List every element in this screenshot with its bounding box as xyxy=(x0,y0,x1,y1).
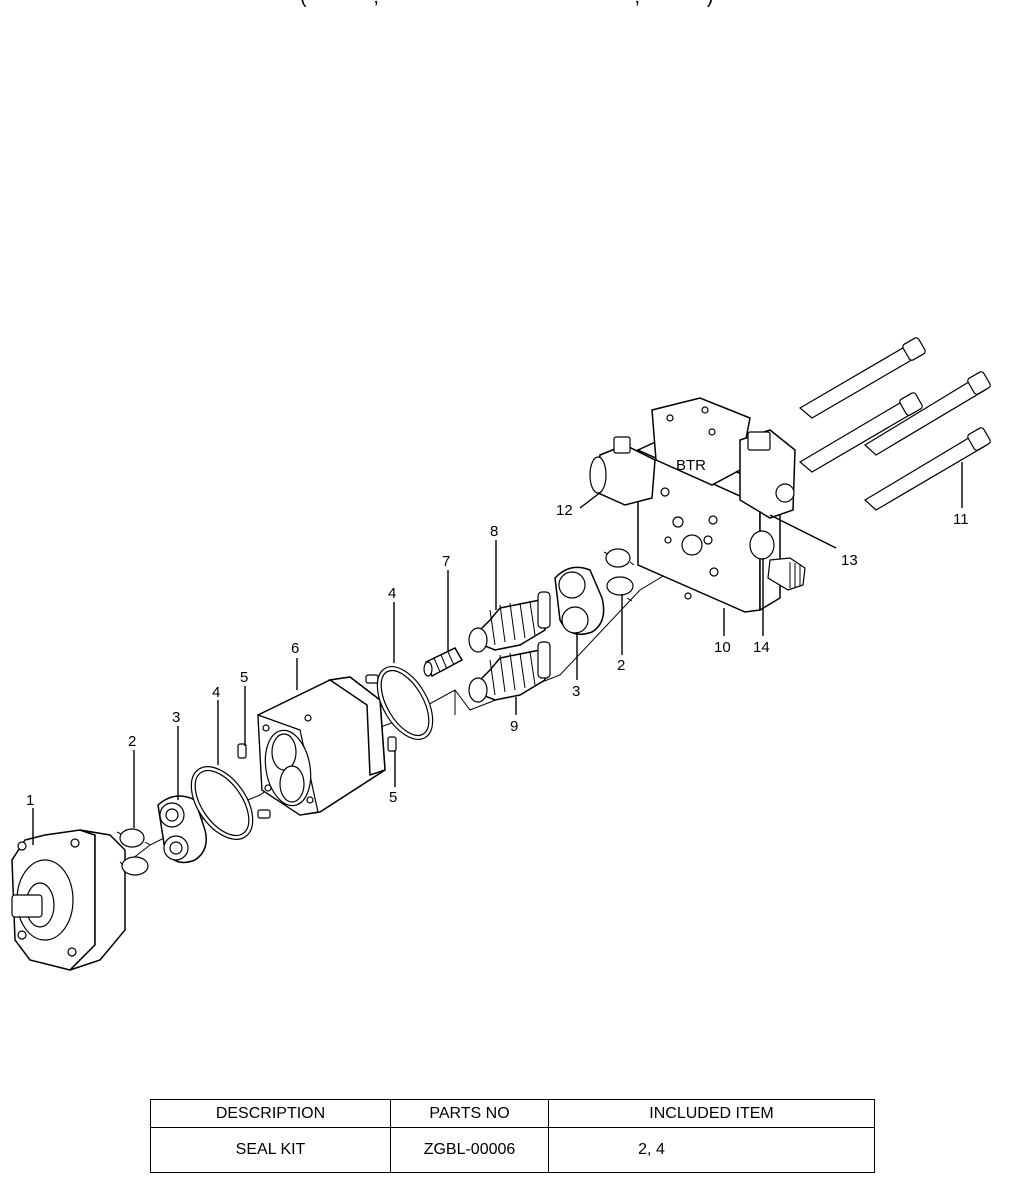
callout-5-upper: 5 xyxy=(240,669,248,686)
callout-13: 13 xyxy=(841,552,858,569)
exploded-parts-diagram: BTR xyxy=(11,337,991,971)
callout-10: 10 xyxy=(714,639,731,656)
callout-3-rear: 3 xyxy=(572,683,580,700)
cell-included-item: 2, 4 xyxy=(548,1127,875,1173)
callout-2-rear: 2 xyxy=(617,657,625,674)
callout-5-lower: 5 xyxy=(389,789,397,806)
header-description: DESCRIPTION xyxy=(150,1099,391,1128)
callout-8: 8 xyxy=(490,523,498,540)
driven-gear-part-9 xyxy=(468,641,551,703)
callout-labels: 1 2 3 4 5 6 5 4 7 8 9 3 2 10 14 12 13 11 xyxy=(26,502,969,809)
callout-4-rear: 4 xyxy=(388,585,396,602)
oring-part-4-front xyxy=(190,766,254,840)
cell-parts-no: ZGBL-00006 xyxy=(390,1127,549,1173)
front-cover-part-1 xyxy=(11,829,126,971)
bushing-part-3-front xyxy=(157,795,207,864)
callout-3-front: 3 xyxy=(172,709,180,726)
header-included-item: INCLUDED ITEM xyxy=(548,1099,875,1128)
callout-7: 7 xyxy=(442,553,450,570)
valve-marking: BTR xyxy=(676,457,706,474)
gear-housing-part-6 xyxy=(257,676,386,816)
table-row: SEAL KIT ZGBL-00006 2, 4 xyxy=(150,1127,875,1173)
header-parts-no: PARTS NO xyxy=(390,1099,549,1128)
parts-table-header-row: DESCRIPTION PARTS NO INCLUDED ITEM xyxy=(150,1099,875,1128)
callout-12: 12 xyxy=(556,502,573,519)
callout-4-front: 4 xyxy=(212,684,220,701)
coupling-shaft-part-7 xyxy=(423,647,464,678)
bushing-part-3-rear xyxy=(554,566,605,635)
oring-part-4-rear xyxy=(376,666,434,740)
cell-description: SEAL KIT xyxy=(150,1127,391,1173)
callout-6: 6 xyxy=(291,640,299,657)
solenoid-part-12 xyxy=(589,436,656,506)
drive-gear-part-8 xyxy=(468,591,551,653)
tie-bolts-part-11 xyxy=(798,337,991,511)
callout-1: 1 xyxy=(26,792,34,809)
valve-block-part-13: BTR xyxy=(651,397,796,519)
seal-part-2-front xyxy=(116,828,151,876)
callout-11: 11 xyxy=(953,511,969,528)
dowel-pins-part-5 xyxy=(237,674,397,819)
leader-lines xyxy=(32,462,963,845)
parts-table: DESCRIPTION PARTS NO INCLUDED ITEM SEAL … xyxy=(150,1099,875,1173)
cropped-header-text: ( , , ) xyxy=(300,0,900,16)
callout-2-front: 2 xyxy=(128,733,136,750)
callout-14: 14 xyxy=(753,639,770,656)
relief-plug-part-14 xyxy=(749,530,806,591)
callout-9: 9 xyxy=(510,718,518,735)
seal-part-2-rear xyxy=(603,548,635,602)
